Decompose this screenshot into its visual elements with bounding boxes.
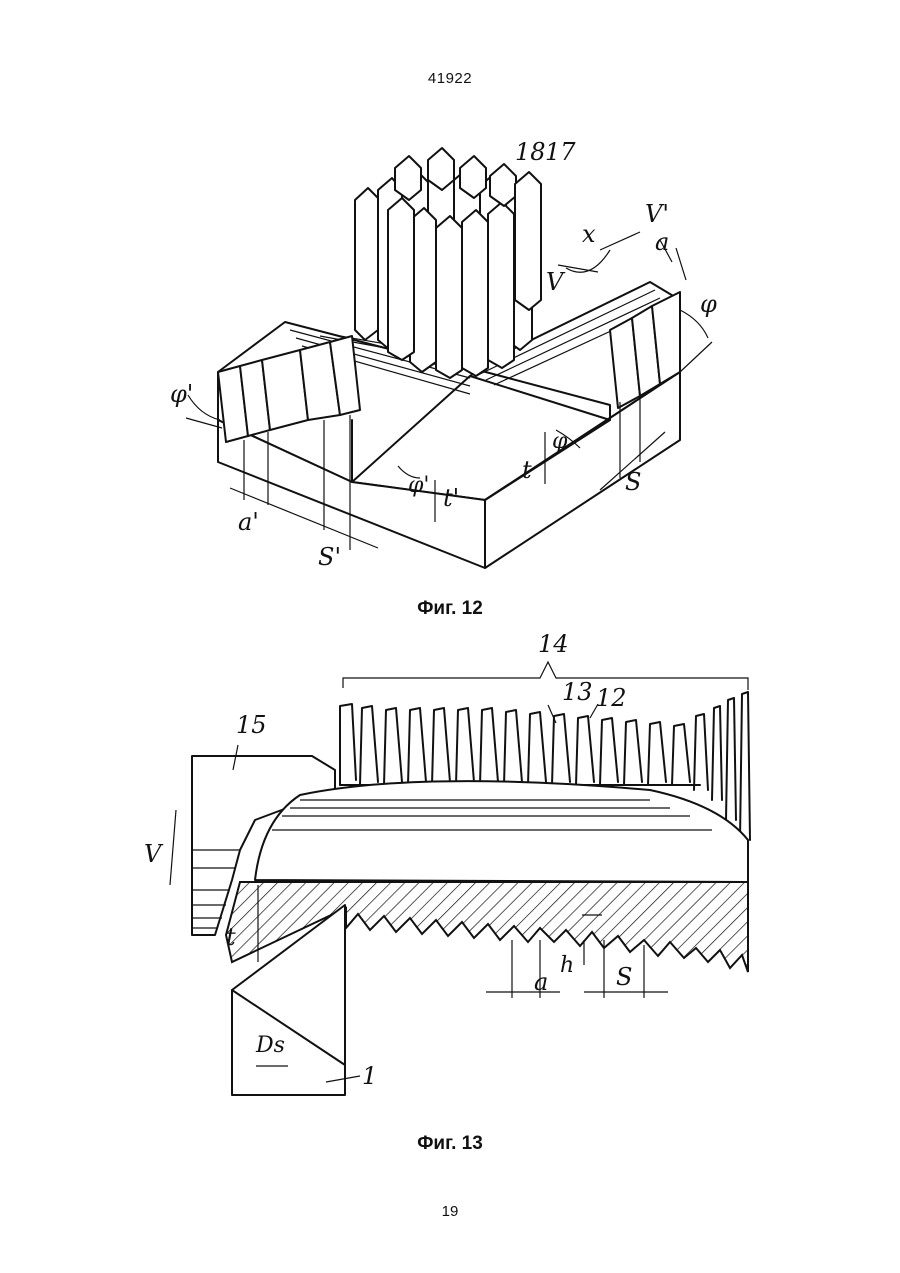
figure-12-drawing: 18 17 x V V' a φ φ' φ' φ t t' S a' S': [0, 0, 900, 600]
label-1: 1: [362, 1062, 377, 1090]
label-18: 18: [515, 138, 546, 166]
label-s-prime: S': [318, 543, 341, 571]
label-phi-prime: φ': [170, 380, 193, 408]
label-ds: Ds: [255, 1033, 285, 1058]
label-phi-inner: φ: [552, 429, 568, 454]
figure-12-caption: Фиг. 12: [0, 598, 900, 620]
brace-14: [343, 662, 748, 690]
label-s: S: [616, 963, 632, 991]
label-t: t: [522, 456, 532, 484]
label-14: 14: [538, 630, 569, 658]
label-13: 13: [562, 678, 593, 706]
label-v-prime: V': [645, 200, 669, 228]
label-v: V: [144, 840, 164, 868]
label-17: 17: [545, 138, 576, 166]
label-12: 12: [596, 684, 627, 712]
label-v: V: [546, 268, 566, 296]
page-number: 19: [0, 1203, 900, 1220]
label-a: a: [534, 968, 548, 996]
label-a: a: [655, 228, 669, 256]
label-t-prime: t': [443, 484, 459, 512]
label-a-prime: a': [238, 508, 259, 536]
label-s: S: [625, 468, 641, 496]
bristle-cluster: [355, 148, 541, 378]
label-phi: φ: [700, 290, 717, 318]
figure-13-caption: Фиг. 13: [0, 1133, 900, 1155]
label-phi-prime-inner: φ': [408, 473, 429, 498]
label-x: x: [582, 220, 596, 248]
label-t: t: [226, 923, 236, 951]
label-15: 15: [236, 711, 267, 739]
label-h: h: [560, 953, 574, 978]
figure-13-drawing: 14 13 12 15 V t a h S Ds 1: [0, 620, 900, 1120]
chip-dome: [255, 781, 748, 882]
